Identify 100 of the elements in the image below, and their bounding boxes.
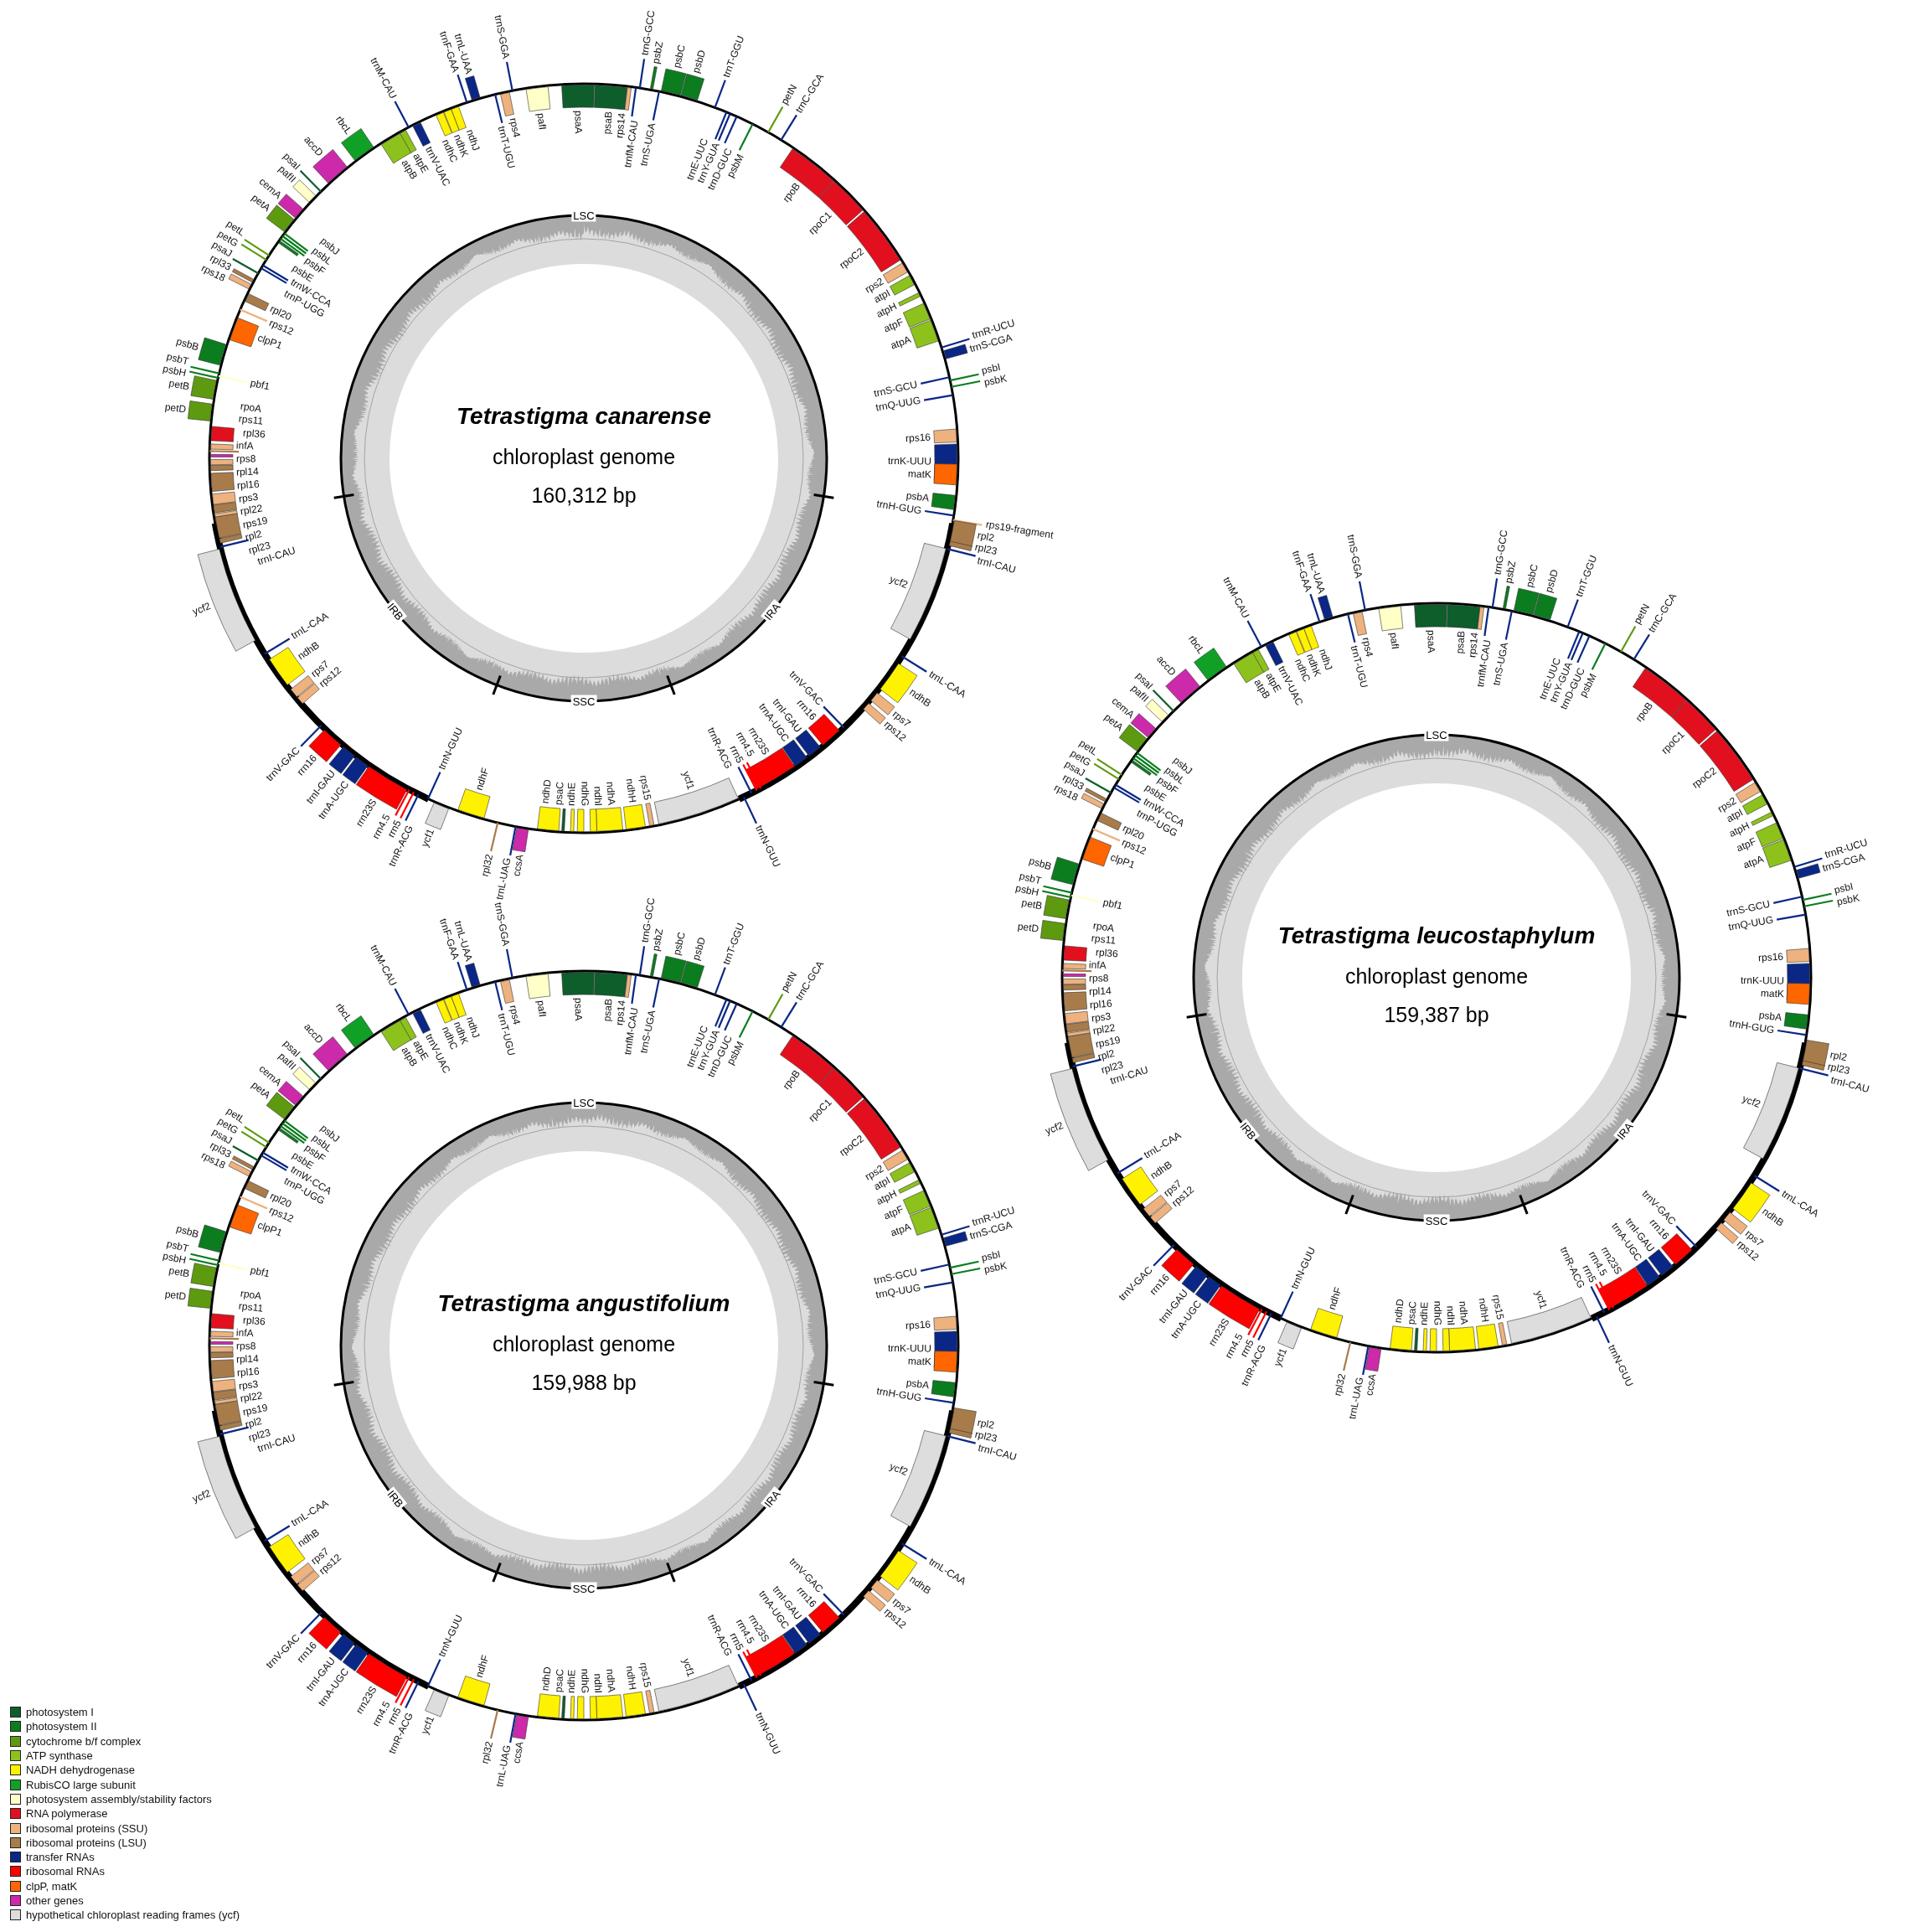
gene-label: clpP1	[255, 1219, 284, 1239]
gene-label: rps3	[1091, 1010, 1112, 1024]
legend-label: ribosomal proteins (SSU)	[26, 1821, 148, 1835]
gene-label: ycf2	[888, 1461, 910, 1479]
gene-label: trnS-GGA	[492, 901, 512, 948]
gene-label: rpl16	[236, 1366, 261, 1379]
gene-label: atpF	[882, 316, 905, 334]
gene-label: matK	[907, 468, 931, 480]
gene-label: pafI	[534, 1000, 548, 1018]
gene-label: rpl36	[242, 1315, 266, 1328]
gene-label: infA	[236, 1327, 255, 1340]
gene-label: trnS-UGA	[638, 122, 658, 168]
legend-label: RubisCO large subunit	[26, 1778, 136, 1791]
gene-label: pbf1	[249, 377, 271, 393]
gene-label: infA	[1089, 959, 1107, 972]
gene-label: petN	[1632, 602, 1653, 627]
gene-label: rpl14	[236, 466, 260, 478]
legend-label: ribosomal proteins (LSU)	[26, 1836, 147, 1849]
gene-label: psaC	[553, 1668, 566, 1693]
gene-label: ndhD	[1392, 1299, 1406, 1325]
gene-label: ndhG	[579, 781, 591, 806]
legend-label: other genes	[26, 1894, 84, 1907]
gene-label: infA	[236, 440, 255, 452]
gene-label: rpl32	[1332, 1372, 1349, 1397]
gene-label: trnK-UUU	[887, 455, 932, 468]
gene-label: petN	[779, 969, 800, 994]
gene-label: ndhH	[623, 777, 638, 803]
gene-label: psaA	[572, 110, 585, 134]
gene-label: rps11	[1090, 933, 1117, 948]
gene-label: pbf1	[1101, 896, 1124, 912]
gene-label: psbZ	[651, 40, 666, 65]
gene-label: ndhB	[1760, 1206, 1786, 1229]
gene-label: psbC	[1524, 563, 1540, 589]
legend-label: ribosomal RNAs	[26, 1865, 105, 1878]
gene-label: psbZ	[1504, 560, 1519, 585]
gene-label: rpl2	[244, 529, 264, 544]
gene-label: ndhI	[591, 786, 604, 806]
gene-label: rps16	[1757, 951, 1784, 963]
gene-label: petB	[168, 1264, 190, 1279]
gene-label: rpl2	[976, 1417, 995, 1431]
gene-label: ndhF	[1326, 1285, 1344, 1311]
gene-label: matK	[907, 1355, 931, 1367]
gene-label: atpA	[1741, 853, 1766, 871]
gene-label: ycf1	[1533, 1289, 1550, 1310]
gene-label: psbA	[1758, 1010, 1782, 1024]
gene-label: pbf1	[249, 1264, 271, 1280]
legend-label: ATP synthase	[26, 1749, 93, 1763]
gene-label: ycf2	[888, 574, 910, 591]
gene-label: ndhA	[604, 1668, 617, 1693]
gene-label: psbT	[1018, 870, 1043, 886]
gene-label: rps14	[614, 111, 628, 139]
legend-label: photosystem assembly/stability factors	[26, 1792, 212, 1805]
legend-label: photosystem II	[26, 1720, 97, 1733]
gene-label: ndhI	[591, 1673, 604, 1693]
gene-label: ndhH	[623, 1665, 638, 1691]
gene-label: ndhH	[1476, 1297, 1491, 1323]
gene-label: rpl22	[1092, 1022, 1117, 1037]
gene-label: ndhG	[1432, 1300, 1443, 1325]
gene-label: rpl2	[1829, 1049, 1848, 1063]
gene-label: trnL-UAG	[493, 857, 513, 901]
gene-label: rpl14	[236, 1353, 260, 1366]
gene-label: ycf2	[1044, 1119, 1065, 1137]
gene-label: ycf2	[191, 600, 213, 617]
gene-label: rpl22	[240, 1390, 264, 1405]
gene-label: ndhE	[1418, 1301, 1431, 1325]
gene-label: ycf2	[1741, 1093, 1762, 1111]
gene-label: psbD	[691, 49, 709, 75]
gene-label: ndhG	[579, 1668, 591, 1693]
genome-subtitle: chloroplast genome	[492, 444, 676, 469]
gene-label: psbC	[671, 931, 688, 957]
gene-label: psaB	[601, 111, 615, 135]
gene-label: rps8	[1089, 973, 1109, 984]
gene-label: ycf1	[1272, 1346, 1290, 1368]
gene-label: petN	[779, 82, 800, 107]
gene-label: ycf1	[419, 827, 437, 849]
gene-label: psaA	[572, 997, 585, 1021]
region-label: SSC	[1423, 1214, 1450, 1227]
species-name: Tetrastigma leucostaphylum	[1277, 922, 1596, 950]
gene-label: ndhB	[907, 686, 933, 710]
gene-label: psbB	[1027, 855, 1053, 873]
gene-label: psbT	[165, 351, 190, 367]
gene-label: rps8	[236, 1341, 256, 1352]
gene-label: trnS-GGA	[1344, 533, 1365, 580]
legend-label: photosystem I	[26, 1706, 94, 1719]
gene-label: petD	[1016, 921, 1040, 935]
gene-label: rps16	[905, 1319, 931, 1331]
gene-label: petD	[163, 1289, 187, 1303]
gene-label: rpoA	[1091, 920, 1115, 934]
genome-size: 160,312 bp	[531, 483, 637, 508]
gene-label: ndhD	[539, 779, 554, 805]
gene-label: ndhB	[907, 1573, 933, 1597]
gene-label: trnS-GGA	[492, 13, 512, 60]
gene-label: rpl16	[236, 478, 261, 492]
gene-label: rps11	[237, 1301, 264, 1315]
gene-label: ndhA	[1457, 1300, 1470, 1325]
legend-label: RNA polymerase	[26, 1807, 108, 1821]
gene-label: matK	[1760, 987, 1784, 1000]
species-name: Tetrastigma canarense	[457, 402, 711, 431]
gene-label: rpl32	[479, 1740, 496, 1765]
legend-label: hypothetical chloroplast reading frames (ycf)	[26, 1909, 240, 1922]
